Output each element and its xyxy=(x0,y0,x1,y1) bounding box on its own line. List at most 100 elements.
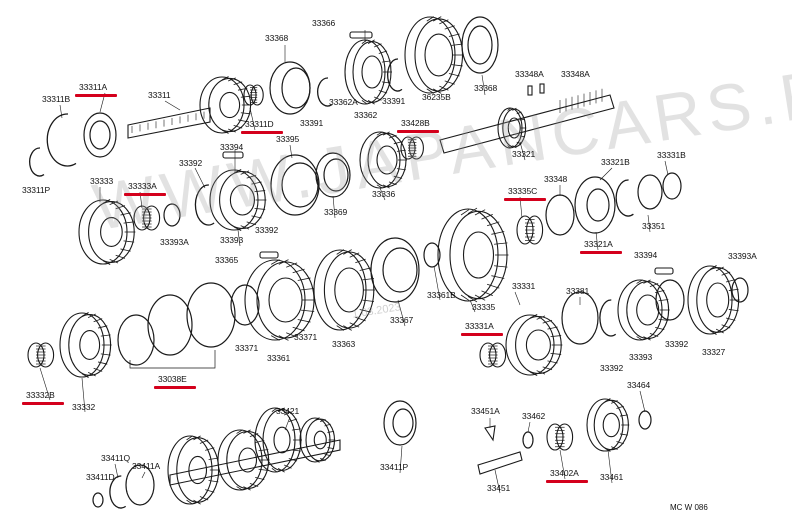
gear-33332-tooth xyxy=(81,312,89,317)
gear-33331-tooth xyxy=(550,352,562,355)
gear-33327-rim xyxy=(687,265,733,335)
gear-33333-tooth xyxy=(109,259,119,264)
highlight-underline-33333A xyxy=(124,193,166,196)
leader-line xyxy=(664,160,669,176)
snap-ring-33391 xyxy=(317,77,333,107)
part-label-33367: 33367 xyxy=(390,315,414,325)
gear-33336-tooth xyxy=(388,134,397,139)
gear-33333-tooth xyxy=(109,200,119,205)
counter-gear-3-tooth xyxy=(271,407,278,412)
shaft-33451 xyxy=(477,451,523,475)
synchronizer-hub-36235B-tooth xyxy=(444,25,455,30)
counter-gear-2-bore xyxy=(238,447,258,473)
gear-33327-tooth xyxy=(721,271,731,276)
ring-33392d xyxy=(655,279,685,321)
counter-gear-1-tooth xyxy=(199,496,209,501)
part-label-33368a: 33368 xyxy=(265,33,289,43)
gear-33335-tooth xyxy=(481,290,493,297)
bearing-33311A xyxy=(83,112,117,158)
part-label-33333A: 33333A xyxy=(128,181,157,191)
hub-sleeve-33393b-tooth xyxy=(643,336,651,341)
hub-sleeve-33361-tooth xyxy=(292,326,305,332)
counter-gear-4-tooth xyxy=(314,459,320,463)
part-label-33365: 33365 xyxy=(215,255,239,265)
snap-ring-33311P xyxy=(29,147,45,177)
part-label-33391a: 33391 xyxy=(300,118,324,128)
gear-33332-tooth xyxy=(87,313,96,318)
gear-33363-tooth xyxy=(336,325,345,331)
gear-33336-tooth xyxy=(382,131,390,136)
gear-33333-bore xyxy=(100,217,123,247)
counter-gear-4-tooth xyxy=(320,418,326,423)
part-label-33327: 33327 xyxy=(702,347,726,357)
synchronizer-ring-33371 xyxy=(230,284,260,326)
snap-ring-33391b xyxy=(387,58,403,92)
part-label-33392a: 33392 xyxy=(179,158,203,168)
leader-line xyxy=(39,367,51,401)
counter-gear-1-tooth xyxy=(199,439,209,444)
part-label-33371a: 33371 xyxy=(235,343,259,353)
output-shaft-collar-bore xyxy=(507,117,521,139)
gear-33335-tooth xyxy=(494,265,508,268)
hub-sleeve-33393-tooth xyxy=(251,181,262,185)
bearing-33321B-inner xyxy=(586,188,610,222)
part-label-33393b: 33393 xyxy=(629,352,653,362)
reverse-idler-33461-tooth xyxy=(604,398,611,402)
gear-33331-tooth xyxy=(550,335,562,338)
hub-sleeve-33361-tooth xyxy=(286,332,298,338)
hub-sleeve-33393-tooth xyxy=(240,170,250,175)
hub-sleeve-33361-tooth xyxy=(300,288,315,291)
hub-sleeve-33362-tooth xyxy=(367,100,375,105)
hub-sleeve-33393b-rim xyxy=(617,279,663,341)
hub-sleeve-33393b-tooth xyxy=(636,336,643,341)
hub-sleeve-33393b-bore xyxy=(636,294,660,326)
synchronizer-ring-33381 xyxy=(561,291,599,345)
hub-sleeve-33393-tooth xyxy=(246,174,257,179)
input-shaft-gear-tooth xyxy=(227,77,236,82)
hub-sleeve-33393-tooth xyxy=(251,215,262,219)
gear-33335-tooth xyxy=(467,296,478,303)
leader-line xyxy=(607,449,613,484)
gear-33333-tooth xyxy=(120,212,131,216)
part-label-33335C: 33335C xyxy=(508,186,538,196)
part-label-33421: 33421 xyxy=(276,406,300,416)
gear-33333-tooth xyxy=(102,260,111,265)
ring-33367-inner xyxy=(382,247,418,293)
counter-gear-1-tooth xyxy=(193,435,201,441)
hub-sleeve-33361-tooth xyxy=(297,277,311,281)
counter-gear-3-tooth xyxy=(283,411,292,416)
part-label-33361: 33361 xyxy=(267,353,291,363)
part-label-33332: 33332 xyxy=(72,402,96,412)
ring-33368b-inner xyxy=(467,25,493,65)
part-label-33331B: 33331B xyxy=(657,150,686,160)
synchronizer-cone-33038-3 xyxy=(117,314,155,366)
part-label-33333: 33333 xyxy=(90,176,114,186)
output-shaft-33321 xyxy=(439,94,615,154)
part-label-33335: 33335 xyxy=(472,302,496,312)
gear-33363-tooth xyxy=(355,316,366,322)
leader-line xyxy=(81,377,86,413)
gear-33336-tooth xyxy=(388,181,397,186)
hub-sleeve-33361-tooth xyxy=(278,259,289,265)
counter-gear-3-tooth xyxy=(288,418,298,422)
gear-33335-tooth xyxy=(474,209,486,216)
part-label-33321A: 33321A xyxy=(584,239,613,249)
input-shaft-gear-bore xyxy=(219,91,241,119)
part-label-33381: 33381 xyxy=(566,286,590,296)
output-shaft-collar-tooth xyxy=(519,135,526,138)
gear-33327-tooth xyxy=(709,264,717,270)
highlight-underline-33402A xyxy=(546,480,588,483)
spacer-33348 xyxy=(545,194,575,236)
hub-sleeve-33361-bore xyxy=(268,277,303,323)
gear-33335-tooth xyxy=(460,294,470,301)
hub-sleeve-33393-bore xyxy=(229,184,255,216)
counter-gear-1-tooth xyxy=(186,499,193,505)
part-label-33451: 33451 xyxy=(487,483,511,493)
leader-line xyxy=(481,74,486,96)
gear-33335-tooth xyxy=(474,294,486,301)
hub-sleeve-33393-tooth xyxy=(254,190,266,193)
hub-sleeve-33393b-tooth xyxy=(649,333,659,337)
hub-sleeve-33393b-tooth xyxy=(658,299,669,302)
hub-sleeve-33393b-tooth xyxy=(655,326,665,331)
output-shaft-collar-tooth xyxy=(512,145,517,149)
